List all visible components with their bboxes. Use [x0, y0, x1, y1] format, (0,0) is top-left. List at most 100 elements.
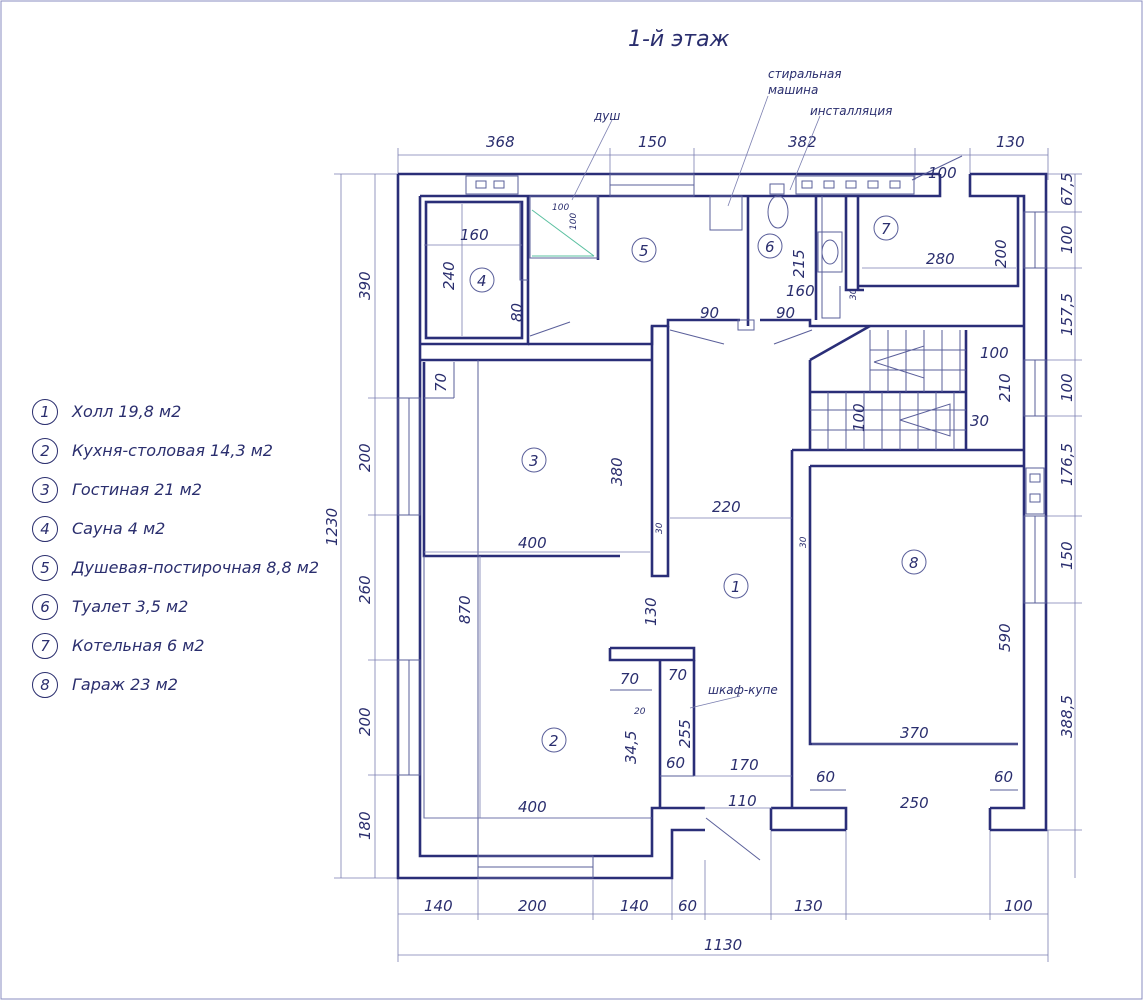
dim-right-100a: 100 — [1058, 225, 1076, 254]
dim-boiler-280: 280 — [926, 250, 955, 268]
label-wardrobe: шкаф-купе — [708, 683, 778, 697]
dim-bottom-130: 130 — [794, 897, 823, 915]
legend-number: 5 — [32, 554, 58, 581]
interior-dimensions — [424, 204, 1018, 819]
dim-hall-30a: 30 — [655, 522, 665, 534]
legend-text: Сауна 4 м2 — [72, 519, 166, 538]
dim-living-70: 70 — [432, 373, 450, 392]
legend-item: 6 Туалет 3,5 м2 — [32, 587, 319, 626]
legend-text: Душевая-постирочная 8,8 м2 — [72, 558, 320, 577]
door-swings — [529, 321, 813, 861]
legend-text: Холл 19,8 м2 — [72, 402, 182, 421]
dim-wardrobe-20: 20 — [634, 707, 646, 717]
dim-left-180: 180 — [356, 811, 374, 840]
legend-item: 5 Душевая-постирочная 8,8 м2 — [32, 548, 319, 587]
dim-90a: 90 — [700, 304, 719, 322]
legend-number: 2 — [32, 437, 58, 464]
svg-text:1: 1 — [731, 578, 741, 596]
dim-left-200a: 200 — [356, 443, 374, 472]
dim-bottom-140a: 140 — [424, 897, 453, 915]
room-marker-3: 3 — [521, 447, 547, 473]
dim-right-388-5: 388,5 — [1058, 695, 1076, 738]
dim-top-130: 130 — [996, 133, 1025, 151]
dim-kitchen-870: 870 — [456, 595, 474, 624]
dim-sauna-80: 80 — [508, 303, 526, 322]
dim-garage-370: 370 — [900, 724, 929, 742]
legend-number: 1 — [32, 398, 58, 425]
exterior-walls — [396, 172, 1048, 880]
dim-left-390: 390 — [356, 271, 374, 300]
dim-wc-160: 160 — [786, 282, 815, 300]
dim-bottom-200: 200 — [518, 897, 547, 915]
dim-hall-220: 220 — [712, 498, 741, 516]
room-marker-5: 5 — [631, 237, 657, 263]
dim-top-368: 368 — [486, 133, 515, 151]
dim-wardrobe-255: 255 — [676, 719, 694, 748]
legend-item: 2 Кухня-столовая 14,3 м2 — [32, 431, 319, 470]
dim-top-382: 382 — [788, 133, 817, 151]
dim-stairs-100b: 100 — [850, 403, 868, 432]
dim-wc-215: 215 — [790, 249, 808, 278]
dimension-lines-right — [1046, 173, 1082, 878]
dim-left-260: 260 — [356, 575, 374, 604]
dim-hall-170: 170 — [730, 756, 759, 774]
dim-bottom-total: 1130 — [704, 936, 742, 954]
dim-garage-250: 250 — [900, 794, 929, 812]
room-marker-6: 6 — [757, 233, 783, 259]
legend-item: 1 Холл 19,8 м2 — [32, 392, 319, 431]
dim-right-176-5: 176,5 — [1058, 443, 1076, 486]
room-marker-4: 4 — [469, 267, 495, 293]
dim-sauna-240: 240 — [440, 261, 458, 290]
svg-text:7: 7 — [881, 220, 891, 238]
legend-text: Гостиная 21 м2 — [72, 480, 202, 499]
dim-wardrobe-60: 60 — [666, 754, 685, 772]
dim-top-150: 150 — [638, 133, 667, 151]
legend-text: Котельная 6 м2 — [72, 636, 205, 655]
legend-number: 7 — [32, 632, 58, 659]
dim-shower-100a: 100 — [552, 203, 569, 213]
legend-text: Кухня-столовая 14,3 м2 — [72, 441, 273, 460]
dim-right-150: 150 — [1058, 541, 1076, 570]
dim-stairs-210: 210 — [996, 373, 1014, 402]
dim-right-100b: 100 — [1058, 373, 1076, 402]
legend-number: 4 — [32, 515, 58, 542]
dim-wc-30: 30 — [849, 288, 859, 300]
dim-boiler-200: 200 — [992, 239, 1010, 268]
svg-text:4: 4 — [477, 272, 487, 290]
legend-item: 4 Сауна 4 м2 — [32, 509, 319, 548]
dim-left-total: 1230 — [323, 508, 341, 546]
dim-right-67-5: 67,5 — [1058, 173, 1076, 206]
legend-number: 3 — [32, 476, 58, 503]
dim-wardrobe-70b: 70 — [668, 666, 687, 684]
interior-walls — [420, 183, 1024, 856]
dim-bottom-100: 100 — [1004, 897, 1033, 915]
legend-text: Туалет 3,5 м2 — [72, 597, 189, 616]
legend-item: 8 Гараж 23 м2 — [32, 665, 319, 704]
svg-text:3: 3 — [529, 452, 539, 470]
dim-bottom-140b: 140 — [620, 897, 649, 915]
legend-number: 6 — [32, 593, 58, 620]
dim-living-400: 400 — [518, 534, 547, 552]
dim-hall-30b: 30 — [799, 536, 809, 548]
dim-kitchen-34-5: 34,5 — [622, 731, 640, 764]
label-washer-1: стиральная — [768, 67, 842, 81]
dimension-lines-left — [334, 173, 400, 879]
legend-text: Гараж 23 м2 — [72, 675, 178, 694]
dim-entry-110: 110 — [728, 792, 757, 810]
dim-garage-590: 590 — [996, 623, 1014, 652]
room-marker-7: 7 — [873, 215, 899, 241]
dim-living-380: 380 — [608, 457, 626, 486]
svg-text:5: 5 — [639, 242, 649, 260]
legend-number: 8 — [32, 671, 58, 698]
dim-garage-60a: 60 — [816, 768, 835, 786]
dim-right-157-5: 157,5 — [1058, 293, 1076, 336]
label-washer-2: машина — [768, 83, 818, 97]
label-shower: душ — [593, 109, 620, 123]
room-legend: 1 Холл 19,8 м2 2 Кухня-столовая 14,3 м2 … — [32, 392, 319, 704]
dim-vent-100: 100 — [928, 164, 957, 182]
room-marker-8: 8 — [901, 549, 927, 575]
dim-hall-130: 130 — [642, 597, 660, 626]
legend-item: 7 Котельная 6 м2 — [32, 626, 319, 665]
dim-stairs-30: 30 — [970, 412, 989, 430]
